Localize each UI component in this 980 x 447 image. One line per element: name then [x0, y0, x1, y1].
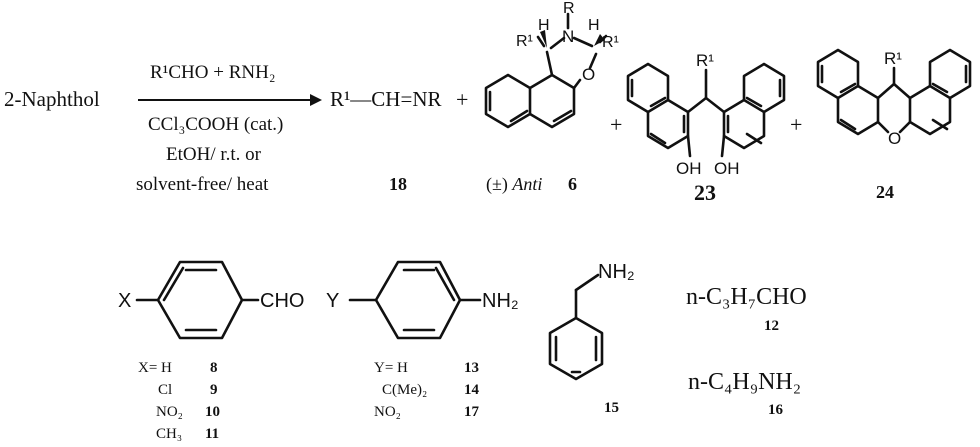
oxazine-h-left: H	[538, 17, 550, 34]
plus-sign: +	[456, 87, 468, 112]
aldehyde-row-2-label: Cl	[158, 382, 172, 398]
butylamine-formula: n-C₄H₉NH₂	[688, 369, 801, 395]
butanal-formula: n-C₃H₇CHO	[686, 284, 807, 310]
condition-solvent-free: solvent-free/ heat	[136, 174, 269, 195]
aniline-row-1-num: 13	[464, 360, 479, 376]
aldehyde-row-1-num: 8	[210, 360, 218, 376]
aniline-row-2-num: 14	[464, 382, 480, 398]
reaction-arrow	[138, 94, 322, 106]
aldehyde-row-2-num: 9	[210, 382, 218, 398]
aniline-row-2-label: C(Me)₂	[382, 382, 427, 398]
aniline-row-1-label: Y= H	[374, 360, 408, 376]
aldehyde-row-4-label: CH₃	[156, 426, 182, 442]
reactant-2-naphthol: 2-Naphthol	[4, 87, 100, 111]
aniline-structure: Y NH₂	[326, 260, 519, 340]
xanthene-r1-label: R¹	[884, 49, 902, 68]
bisnaphthol-r1-label: R¹	[696, 51, 714, 70]
oxazine-h-right: H	[588, 17, 600, 34]
benzylamine-number: 15	[604, 400, 619, 416]
aniline-row-3-num: 17	[464, 404, 480, 420]
oxazine-r1-right: R¹	[602, 34, 619, 51]
plus-sign-2: +	[610, 112, 622, 137]
aldehyde-row-3-label: NO₂	[156, 404, 183, 420]
reagents-text: R¹CHO + RNH₂	[150, 62, 275, 83]
aldehyde-x-label: X	[118, 290, 131, 312]
bisnaphthol-structure: R¹ OH OH	[626, 51, 786, 178]
xanthene-number: 24	[876, 182, 894, 202]
imine-product: R¹—CH=NR	[330, 87, 442, 111]
condition-catalyst: CCl₃COOH (cat.)	[148, 114, 283, 135]
butanal-number: 12	[764, 318, 779, 334]
benzylamine-nh2-label: NH₂	[598, 261, 635, 283]
oxazine-label-racemic: (±) Anti	[486, 174, 542, 195]
aniline-nh2-label: NH₂	[482, 290, 519, 312]
butylamine-number: 16	[768, 402, 784, 418]
bisnaphthol-number: 23	[694, 180, 716, 205]
aniline-y-label: Y	[326, 290, 339, 312]
aldehyde-cho-label: CHO	[260, 290, 304, 312]
aldehyde-structure: X CHO	[118, 260, 304, 340]
plus-sign-3: +	[790, 112, 802, 137]
aniline-row-3-label: NO₂	[374, 404, 401, 420]
oxazine-number: 6	[568, 174, 577, 194]
condition-solvent-rt: EtOH/ r.t. or	[166, 144, 262, 165]
oxazine-n-label: N	[562, 27, 574, 46]
aldehyde-row-3-num: 10	[205, 404, 220, 420]
bisnaphthol-oh-right: OH	[714, 159, 740, 178]
aldehyde-row-4-num: 11	[205, 426, 219, 442]
oxazine-r1-left: R¹	[516, 33, 533, 50]
oxazine-r-label: R	[563, 0, 575, 17]
bisnaphthol-oh-left: OH	[676, 159, 702, 178]
oxazine-structure: R H N H R¹ R¹ O	[484, 0, 619, 129]
xanthene-structure: R¹ O	[816, 48, 972, 148]
xanthene-o-label: O	[888, 129, 901, 148]
imine-number: 18	[389, 174, 407, 194]
benzylamine-structure: NH₂	[548, 261, 635, 381]
aldehyde-row-1-label: X= H	[138, 360, 172, 376]
oxazine-o-label: O	[582, 65, 595, 84]
